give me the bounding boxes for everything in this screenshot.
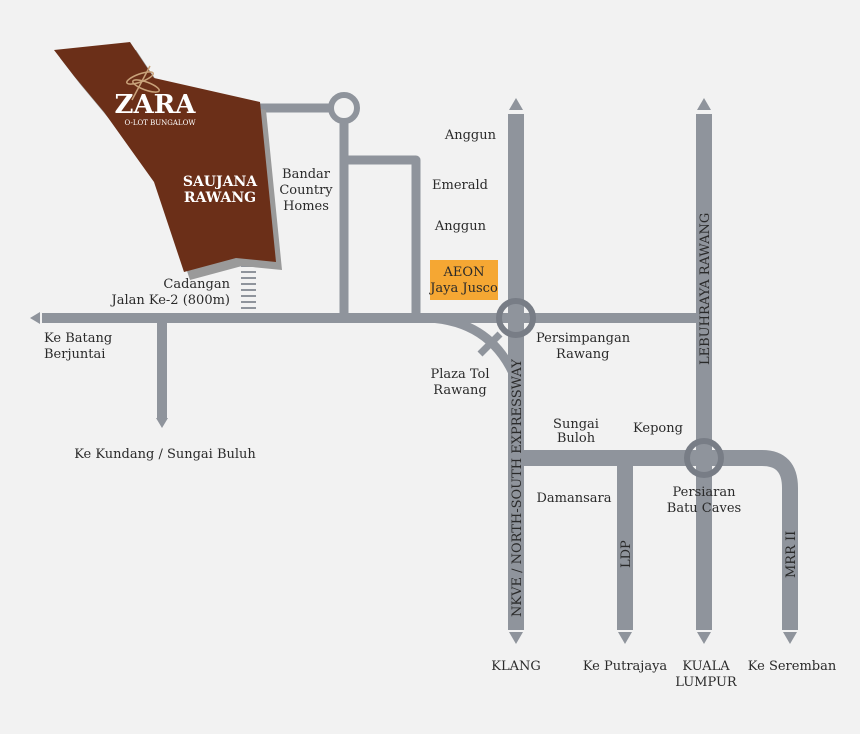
brand-name: ZARA — [115, 90, 197, 120]
batang-label-line1: Ke Batang — [44, 331, 112, 346]
batu-caves-interchange — [684, 438, 724, 478]
klang-label: KLANG — [491, 659, 541, 674]
arrow-putrajaya-icon — [618, 632, 632, 644]
persiaran-label-line1: Persiaran — [673, 485, 737, 500]
lebuhraya-road-label: LEBUHRAYA RAWANG — [698, 213, 713, 365]
kepong-label: Kepong — [633, 421, 683, 436]
cadangan-label-line2: Jalan Ke-2 (800m) — [109, 293, 230, 308]
aeon-label-line2: Jaya Jusco — [428, 281, 498, 296]
persimpangan-label-line2: Rawang — [556, 347, 609, 362]
persimpangan-interchange — [496, 298, 536, 338]
bandar-roundabout — [328, 92, 360, 124]
arrow-kl-icon — [697, 632, 711, 644]
area-name-line2: RAWANG — [184, 190, 256, 206]
emerald-label: Emerald — [432, 178, 488, 193]
kl-label-line1: KUALA — [682, 659, 730, 674]
plaza-label-line1: Plaza Tol — [430, 367, 489, 382]
aeon-label-line1: AEON — [443, 265, 485, 280]
development-area: ZARA O-LOT BUNGALOW SAUJANA RAWANG — [54, 42, 282, 280]
bandar-label-line1: Bandar — [282, 167, 331, 182]
anggun-top-label: Anggun — [444, 128, 497, 143]
brand-subtitle: O-LOT BUNGALOW — [124, 119, 196, 127]
bandar-label-line3: Homes — [283, 199, 329, 214]
aeon-landmark-box — [430, 260, 498, 300]
plaza-label-line2: Rawang — [433, 383, 486, 398]
cadangan-ladder — [241, 265, 256, 309]
bandar-label-line2: Country — [279, 183, 333, 198]
persimpangan-label-line1: Persimpangan — [536, 331, 631, 346]
arrow-west-icon — [30, 312, 40, 324]
development-shape — [54, 42, 276, 272]
place-labels: Bandar Country Homes Cadangan Jalan Ke-2… — [44, 128, 837, 690]
arrow-lebuhraya-north-icon — [697, 98, 711, 110]
area-name-line1: SAUJANA — [183, 174, 258, 190]
batang-label-line2: Berjuntai — [44, 347, 105, 362]
sungai-buloh-road — [516, 450, 798, 630]
aeon-landmark: AEON Jaya Jusco — [428, 260, 498, 300]
arrow-seremban-icon — [783, 632, 797, 644]
ldp-road-label: LDP — [619, 540, 634, 568]
putrajaya-label: Ke Putrajaya — [583, 659, 668, 674]
anggun-bottom-label: Anggun — [434, 219, 487, 234]
direction-arrows — [30, 98, 797, 644]
kl-label-line2: LUMPUR — [675, 675, 738, 690]
arrow-nkve-north-icon — [509, 98, 523, 110]
toll-plaza-bar — [477, 331, 503, 357]
cadangan-label-line1: Cadangan — [163, 277, 230, 292]
nkve-road-label: NKVE / NORTH-SOUTH EXPRESSWAY — [510, 359, 525, 617]
damansara-label: Damansara — [536, 491, 611, 506]
persiaran-label-line2: Batu Caves — [667, 501, 741, 516]
arrow-klang-icon — [509, 632, 523, 644]
sungai-label-line2: Buloh — [557, 431, 596, 446]
sungai-label-line1: Sungai — [553, 417, 599, 432]
road-network — [42, 103, 798, 630]
arrow-kundang-icon — [156, 418, 168, 428]
dragonfly-logo-icon — [126, 65, 160, 101]
seremban-label: Ke Seremban — [748, 659, 837, 674]
bandar-loop-road — [339, 155, 421, 318]
mrr2-road-label: MRR II — [784, 531, 799, 578]
kundang-label: Ke Kundang / Sungai Buluh — [74, 447, 256, 462]
